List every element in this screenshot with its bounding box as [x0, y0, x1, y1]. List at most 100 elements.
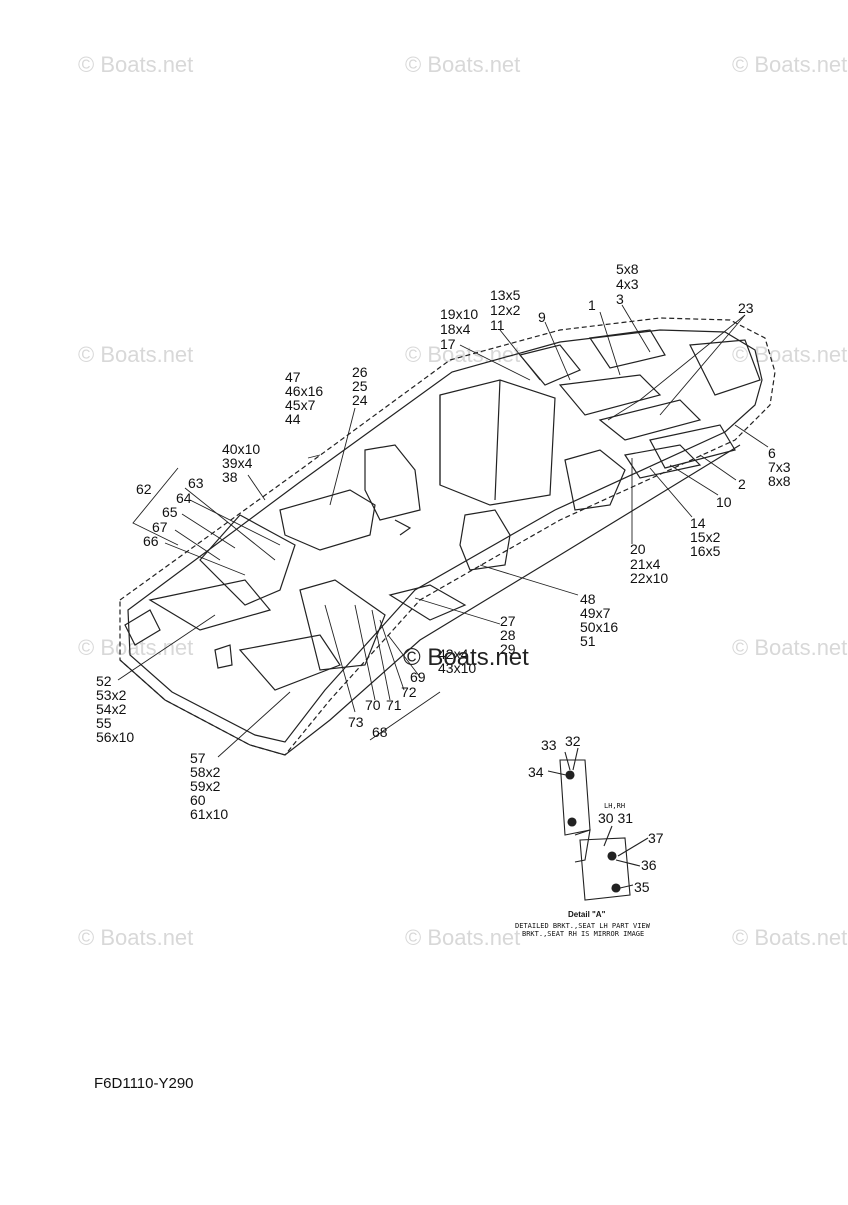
leader-line — [247, 474, 266, 501]
aft-backrest-left — [199, 514, 296, 606]
callout-label: 39x4 — [222, 455, 253, 471]
callout-label: 6 — [768, 445, 776, 461]
detail-side-label: LH,RH — [604, 802, 625, 810]
callout-label: 47 — [285, 369, 301, 385]
callout-label: 34 — [528, 764, 544, 780]
callout-label: 66 — [143, 533, 159, 549]
callout-label: 62 — [136, 481, 152, 497]
callout-label: 46x16 — [285, 383, 323, 399]
callout-label: 21x4 — [630, 556, 661, 572]
leader-line — [217, 691, 291, 758]
callout-label: 57 — [190, 750, 206, 766]
callout-label: 49x7 — [580, 605, 611, 621]
callout-label: 11 — [490, 317, 505, 333]
leader-line — [603, 825, 613, 847]
side-step — [624, 444, 702, 479]
bow-cushion-3 — [649, 424, 736, 469]
callout-label: 50x16 — [580, 619, 618, 635]
leader-line — [189, 499, 281, 546]
watermark-text: © Boats.net — [732, 925, 847, 950]
callout-label: 3 — [616, 291, 624, 307]
leader-line — [607, 314, 746, 421]
callout-label: 38 — [222, 469, 238, 485]
watermark-text: © Boats.net — [732, 52, 847, 77]
callout-label: 14 — [690, 515, 706, 531]
leader-line — [659, 314, 746, 416]
callout-label: 12x2 — [490, 302, 521, 318]
callout-label: 59x2 — [190, 778, 221, 794]
bracket-68 — [369, 691, 441, 741]
leader-line — [414, 597, 501, 625]
aft-cushion-left — [148, 579, 272, 631]
hull-outline — [119, 317, 776, 756]
leader-line — [499, 329, 541, 381]
stern-cup — [124, 609, 161, 646]
callout-label: 42x4 — [438, 646, 469, 662]
callout-label: 73 — [348, 714, 364, 730]
callout-label: 15x2 — [690, 529, 721, 545]
callout-label: 28 — [500, 627, 516, 643]
callout-label: 37 — [648, 830, 664, 846]
leader-line — [621, 304, 651, 353]
callout-label: 56x10 — [96, 729, 134, 745]
helm-seat-pedestal — [394, 519, 412, 536]
passenger-seat — [459, 509, 511, 571]
leader-line — [479, 564, 579, 596]
leader-line — [324, 604, 356, 713]
callout-label: 10 — [716, 494, 732, 510]
callout-label: 40x10 — [222, 441, 260, 457]
callout-label: 48 — [580, 591, 596, 607]
callout-label: 43x10 — [438, 660, 476, 676]
callout-label: 60 — [190, 792, 206, 808]
bolt-icon — [567, 817, 577, 827]
callout-label: 53x2 — [96, 687, 127, 703]
leader-line — [387, 634, 421, 678]
cockpit-box — [279, 489, 376, 551]
watermark-text: © Boats.net — [78, 342, 193, 367]
watermark-text: © Boats.net — [405, 342, 520, 367]
bolt-icon — [611, 883, 621, 893]
aft-backrest-right — [299, 579, 386, 671]
bolt-icon — [565, 770, 575, 780]
bow-hatch-right — [588, 329, 666, 369]
gunwale-line — [127, 329, 763, 743]
callout-label: 33 — [541, 737, 557, 753]
callout-label: 2 — [738, 476, 746, 492]
callout-label: 45x7 — [285, 397, 316, 413]
stern-drain — [214, 644, 233, 669]
leader-line — [184, 487, 276, 561]
leader-line — [354, 604, 376, 701]
bow-hatch-left — [518, 344, 581, 386]
callout-label: 51 — [580, 633, 596, 649]
callout-label: 20 — [630, 541, 646, 557]
side-panel — [564, 449, 626, 511]
leader-line — [544, 321, 571, 381]
callout-label: 61x10 — [190, 806, 228, 822]
leader-line — [564, 751, 571, 771]
leader-line — [617, 837, 649, 857]
leader-line — [669, 464, 719, 496]
detail-note-line1: DETAILED BRKT.,SEAT LH PART VIEW — [515, 922, 651, 930]
leader-line — [371, 609, 391, 701]
callout-label: 54x2 — [96, 701, 127, 717]
callout-label: 25 — [352, 378, 368, 394]
callout-label: 44 — [285, 411, 301, 427]
leader-lines — [117, 304, 769, 758]
callouts: 5x8 4x3 3 13x5 12x2 11 1 9 23 19x10 18x4… — [96, 261, 791, 895]
watermark-group: © Boats.net © Boats.net © Boats.net © Bo… — [78, 52, 847, 950]
bow-cushion-2 — [598, 399, 702, 441]
callout-label: 29 — [500, 641, 516, 657]
callout-label: 27 — [500, 613, 516, 629]
leader-line — [699, 454, 737, 481]
callout-label: 36 — [641, 857, 657, 873]
callout-label: 63 — [188, 475, 204, 491]
hull-bottom — [119, 444, 741, 756]
callout-label: 72 — [401, 684, 417, 700]
callout-label: 71 — [386, 697, 402, 713]
callout-label: 5x8 — [616, 261, 639, 277]
diagram-code: F6D1110-Y290 — [94, 1075, 194, 1092]
callout-label: 26 — [352, 364, 368, 380]
callout-label: 22x10 — [630, 570, 668, 586]
